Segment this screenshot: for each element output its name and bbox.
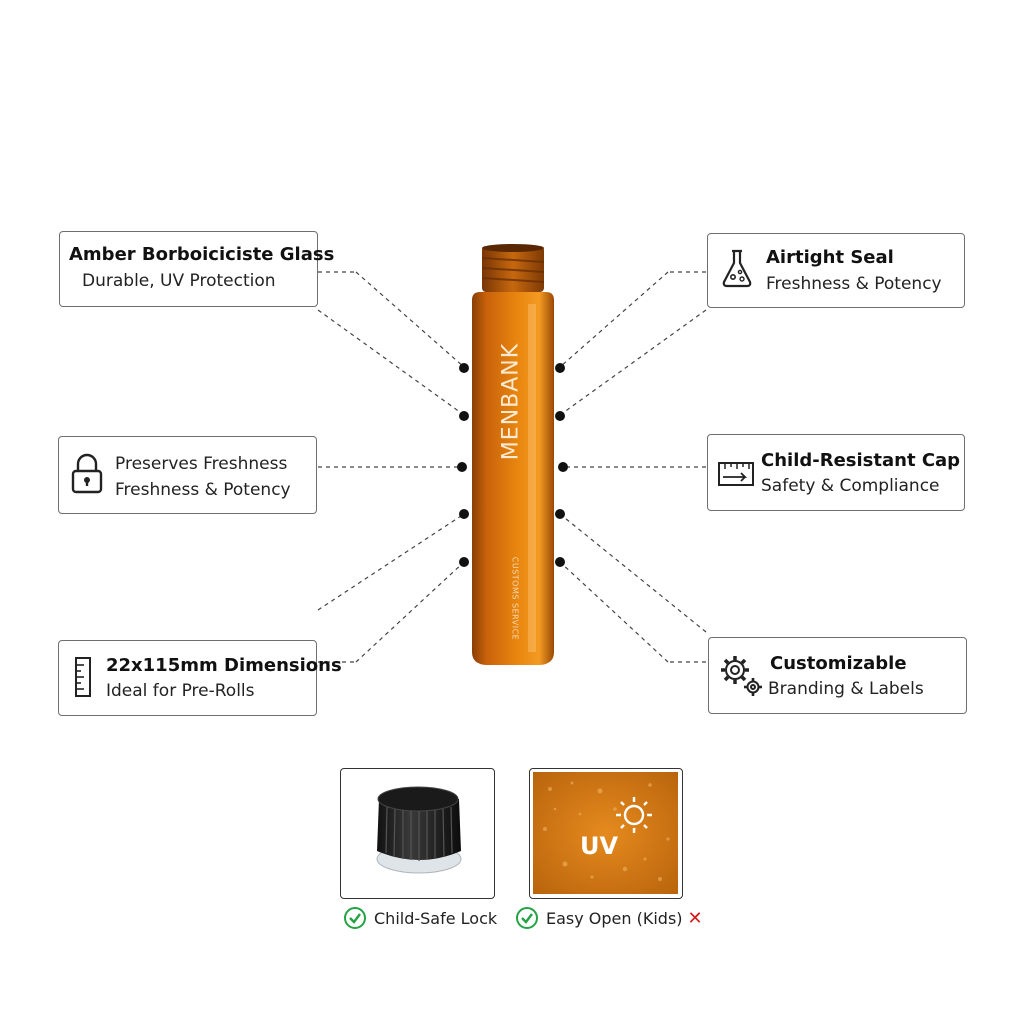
anchor-dot bbox=[459, 363, 469, 373]
feature-card-preserves-freshness: Preserves Freshness Freshness & Potency bbox=[58, 436, 317, 514]
anchor-dot bbox=[555, 557, 565, 567]
feature-title: Amber Borboiciciste Glass bbox=[69, 244, 335, 265]
anchor-dot bbox=[459, 411, 469, 421]
brand-text: MENBANK bbox=[498, 342, 524, 461]
feature-subtitle: Ideal for Pre-Rolls bbox=[106, 681, 255, 701]
feature-title: Customizable bbox=[770, 653, 907, 674]
anchor-dot bbox=[558, 462, 568, 472]
cross-icon: ✕ bbox=[687, 907, 703, 929]
uv-amber-texture bbox=[533, 772, 678, 894]
feature-subtitle: Freshness & Potency bbox=[766, 274, 942, 294]
feature-line-1: Preserves Freshness bbox=[115, 454, 288, 474]
anchor-dot bbox=[555, 363, 565, 373]
service-text: CUSTOMS SERVICE bbox=[510, 556, 520, 641]
child-resistant-cap-image bbox=[376, 786, 462, 874]
feature-line-2: Freshness & Potency bbox=[115, 480, 291, 500]
ruler-icon bbox=[75, 657, 91, 697]
feature-subtitle: Safety & Compliance bbox=[761, 476, 940, 496]
sun-icon bbox=[616, 797, 652, 833]
feature-card-amber-glass: Amber Borboiciciste Glass Durable, UV Pr… bbox=[59, 231, 334, 307]
easy-open-row: Easy Open (Kids) ✕ bbox=[515, 906, 703, 930]
feature-card-customizable: Customizable Branding & Labels bbox=[708, 637, 967, 714]
feature-card-child-resistant: Child-Resistant Cap Safety & Compliance bbox=[707, 434, 965, 511]
flask-icon bbox=[722, 249, 752, 288]
child-safe-lock-label: Child-Safe Lock bbox=[374, 908, 498, 928]
anchor-dot bbox=[459, 509, 469, 519]
tape-measure-icon bbox=[718, 462, 754, 486]
anchor-dot bbox=[459, 557, 469, 567]
feature-title: Airtight Seal bbox=[766, 247, 894, 268]
gears-icon bbox=[721, 656, 762, 696]
cap-thumbnail bbox=[340, 768, 495, 899]
anchor-dot bbox=[457, 462, 467, 472]
feature-subtitle: Branding & Labels bbox=[768, 679, 924, 699]
check-circle-icon bbox=[516, 907, 538, 929]
bottle-graphic bbox=[472, 244, 554, 665]
child-safe-lock-row: Child-Safe Lock bbox=[343, 906, 497, 930]
anchor-dot bbox=[555, 411, 565, 421]
easy-open-label: Easy Open (Kids) bbox=[546, 908, 683, 928]
feature-card-airtight-seal: Airtight Seal Freshness & Potency bbox=[707, 233, 965, 308]
uv-label: UV bbox=[580, 832, 619, 860]
check-circle-icon bbox=[344, 907, 366, 929]
feature-title: Child-Resistant Cap bbox=[761, 450, 961, 471]
anchor-dot bbox=[555, 509, 565, 519]
feature-title: 22x115mm Dimensions bbox=[106, 655, 342, 676]
padlock-icon bbox=[71, 453, 103, 494]
feature-card-dimensions: 22x115mm Dimensions Ideal for Pre-Rolls bbox=[58, 640, 342, 716]
feature-subtitle: Durable, UV Protection bbox=[82, 271, 276, 291]
uv-thumbnail: UV bbox=[529, 768, 683, 899]
amber-glass-tube: MENBANK CUSTOMS SERVICE bbox=[468, 244, 558, 668]
